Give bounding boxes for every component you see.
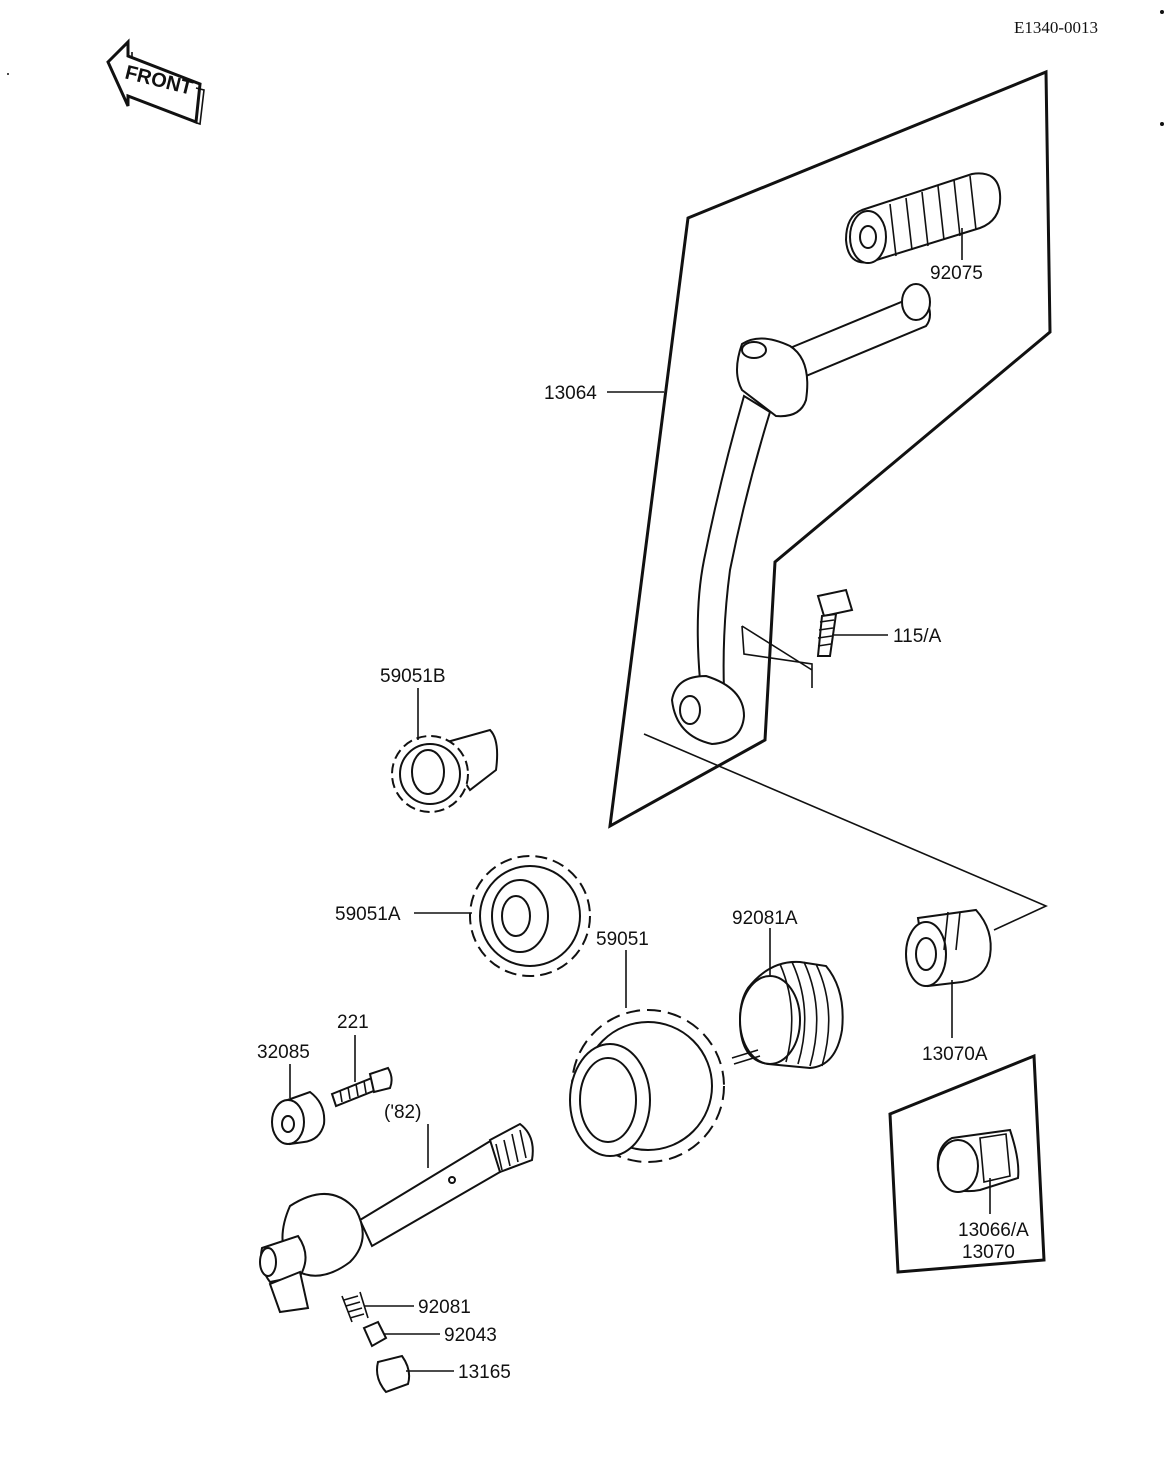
pedal-bolt <box>816 588 854 657</box>
collar-32085 <box>271 1090 326 1146</box>
bolt-221 <box>330 1066 393 1108</box>
kick-spring-92081A <box>731 960 844 1070</box>
kick-rubber-grip <box>844 172 1002 264</box>
label-59051: 59051 <box>596 929 649 950</box>
gear-59051B <box>391 728 499 813</box>
label-92081A: 92081A <box>732 908 798 929</box>
diagram-code: E1340-0013 <box>1014 18 1098 37</box>
reference-line <box>643 733 1048 931</box>
label-59051B: 59051B <box>380 666 446 687</box>
gear-59051A <box>469 855 591 977</box>
spring-92081 <box>341 1291 369 1323</box>
label-13165: 13165 <box>458 1362 511 1383</box>
label-32085: 32085 <box>257 1042 310 1063</box>
label-92043: 92043 <box>444 1325 497 1346</box>
label-92075: 92075 <box>930 263 983 284</box>
scan-mark <box>7 73 9 75</box>
label-59051A: 59051A <box>335 904 401 925</box>
label-13070A: 13070A <box>922 1044 988 1065</box>
label-13070: 13066/A <box>958 1220 1029 1241</box>
collar-13070A <box>905 908 992 988</box>
kick-pedal-assembly-outline <box>608 69 1052 829</box>
collar-13070 <box>936 1128 1020 1193</box>
kick-shaft <box>259 1122 534 1314</box>
label-13070-note: 13070 <box>962 1242 1015 1263</box>
kick-pedal-arm <box>670 283 931 746</box>
gear-59051 <box>569 1009 725 1163</box>
scan-mark <box>1160 10 1164 14</box>
label-13066A: ('82) <box>384 1102 421 1123</box>
scan-mark <box>1160 122 1164 126</box>
label-92081: 92081 <box>418 1297 471 1318</box>
label-13064: 13064 <box>544 383 597 404</box>
break-line <box>741 625 813 688</box>
pin-92043 <box>362 1320 388 1348</box>
label-221: 221 <box>337 1012 369 1033</box>
ratchet-13165 <box>376 1354 411 1394</box>
front-arrow-icon: FRONT <box>106 38 205 126</box>
label-115A: 115/A <box>893 626 942 647</box>
variant-1982-box <box>888 1053 1046 1274</box>
